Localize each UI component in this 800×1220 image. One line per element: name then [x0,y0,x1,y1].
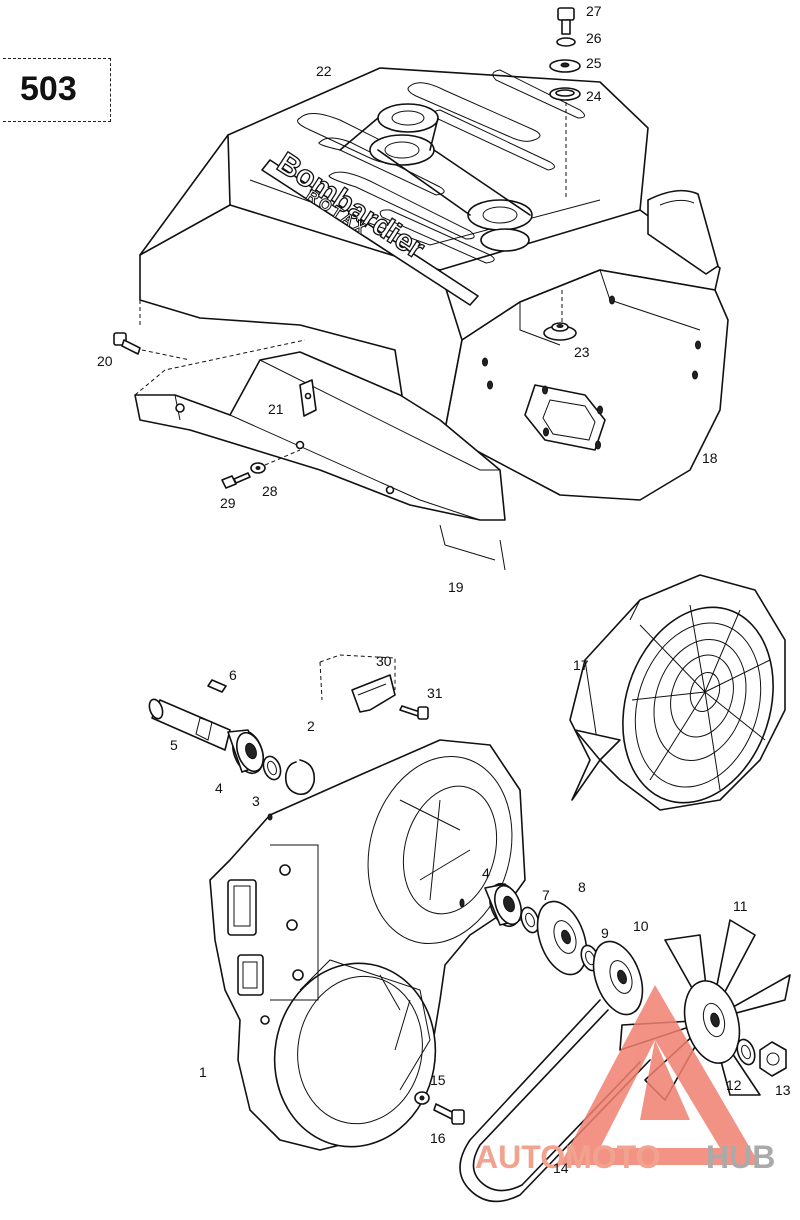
callout-20: 20 [97,353,113,369]
fan-shaft-5 [148,698,231,751]
callout-2: 2 [307,718,315,734]
belt-14 [459,999,651,1203]
bearing-4-lower [484,882,522,928]
callout-29: 29 [220,495,236,511]
callout-25: 25 [586,55,602,71]
washer-28 [250,449,301,474]
watermark-text-automoto: AUTOMOTO [475,1139,660,1175]
screw-29 [221,472,251,489]
callout-22: 22 [316,63,332,79]
callout-9: 9 [601,925,609,941]
callout-18: 18 [702,450,718,466]
deflector-plate-19 [134,300,506,571]
cylinder-shroud-18 [444,269,729,501]
screw-16 [433,1103,465,1125]
callout-4-upper: 4 [215,780,223,796]
callout-8: 8 [578,879,586,895]
callout-21: 21 [268,401,284,417]
page-number-box [3,58,111,122]
callout-13: 13 [775,1082,791,1098]
callout-6: 6 [229,667,237,683]
callout-11: 11 [733,898,748,914]
callout-23: 23 [574,344,590,360]
callout-7: 7 [542,887,550,903]
bearing-4-upper [227,729,264,775]
nut-13 [759,1041,787,1077]
callout-14: 14 [553,1160,569,1176]
washer-12 [736,1038,756,1066]
callout-15: 15 [430,1072,446,1088]
fan-housing-1 [209,739,526,1151]
callout-28: 28 [262,483,278,499]
spacer-3 [262,755,282,781]
screw-31 [399,705,429,720]
pulley-half-10 [592,940,644,1016]
callout-1: 1 [199,1064,207,1080]
fan-cover-17 [569,574,786,811]
callout-3: 3 [252,793,260,809]
spacer-7 [520,906,540,934]
circlip-2 [284,759,316,796]
callout-12: 12 [726,1077,742,1093]
callout-30: 30 [376,653,392,669]
screw-stack-24-27 [549,7,581,322]
callout-27: 27 [586,3,602,19]
key-6 [207,679,227,693]
clip-30 [319,654,396,713]
bracket-21 [299,379,317,417]
screw-20 [113,332,191,361]
watermark-text-hub: HUB [706,1139,775,1175]
callout-5: 5 [170,737,178,753]
page-number: 503 [20,70,77,108]
callout-16: 16 [430,1130,446,1146]
callout-24: 24 [586,88,602,104]
grommet-23 [543,322,577,341]
watermark-logo [560,985,760,1165]
callout-17: 17 [573,657,589,673]
callout-19: 19 [448,579,464,595]
washer-15 [414,1091,430,1105]
callout-4-lower: 4 [482,865,490,881]
callout-26: 26 [586,30,602,46]
pulley-half-8 [536,900,588,976]
callout-31: 31 [427,685,443,701]
cylinder-cowl-22: Bombardier ROTAX [139,67,721,431]
callout-10: 10 [633,918,649,934]
